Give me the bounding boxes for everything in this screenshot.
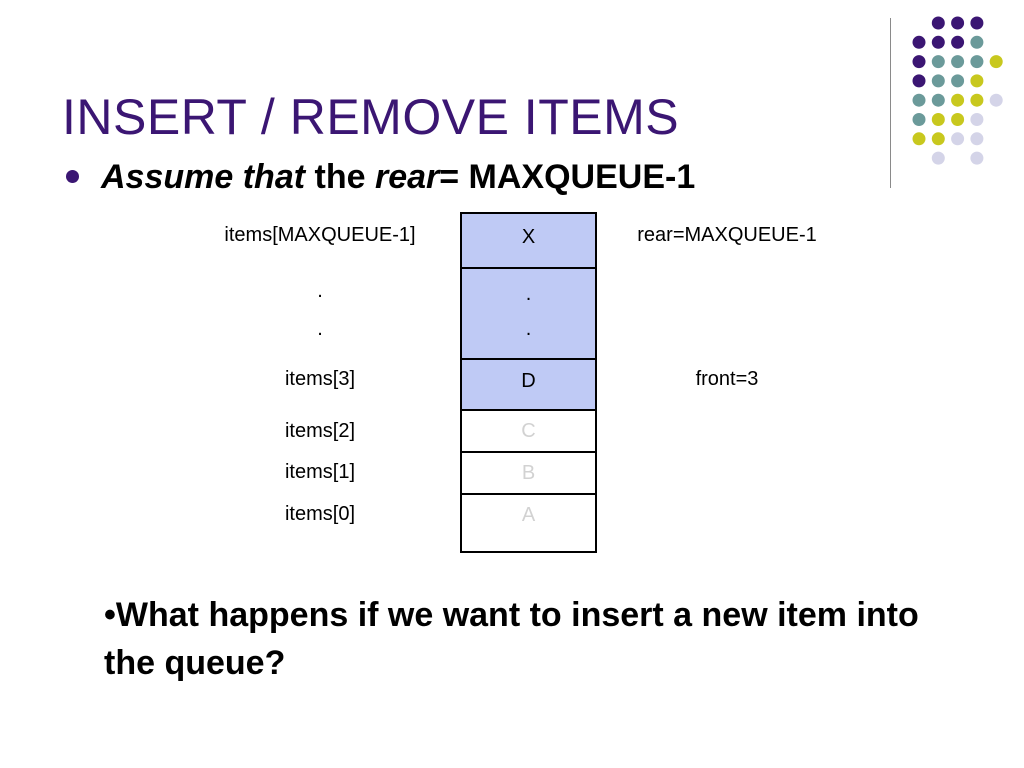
decorative-dot: [989, 93, 1003, 107]
question-text: •What happens if we want to insert a new…: [104, 596, 919, 682]
decorative-dot: [970, 74, 984, 88]
decorative-dot: [970, 132, 984, 146]
queue-cell-dot-1: .: [462, 269, 595, 308]
cell-separator: [462, 493, 595, 495]
decorative-dot: [970, 55, 984, 69]
title-divider-line: [890, 18, 891, 188]
decorative-dot: [912, 55, 926, 69]
decorative-dot: [912, 35, 926, 49]
queue-cell-dot-2: .: [462, 308, 595, 358]
decorative-dot: [912, 93, 926, 107]
decorative-dot: [970, 35, 984, 49]
rear-pointer-label: rear=MAXQUEUE-1: [637, 224, 817, 246]
decorative-dot: [931, 16, 945, 30]
decorative-dot: [970, 93, 984, 107]
cell-separator: [462, 409, 595, 411]
decorative-dot: [931, 74, 945, 88]
row-label-items-1: items[1]: [284, 461, 356, 483]
queue-cell-2: C: [462, 411, 595, 451]
decorative-dot: [912, 132, 926, 146]
decorative-dot: [931, 151, 945, 165]
row-label-items-maxqueue: items[MAXQUEUE-1]: [224, 224, 416, 246]
row-label-items-0: items[0]: [284, 503, 356, 525]
decorative-dot: [912, 74, 926, 88]
bullet-text-assume: Assume that: [101, 158, 306, 196]
decorative-dot: [931, 113, 945, 126]
decorative-dot: [989, 55, 1003, 69]
slide-title: INSERT / REMOVE ITEMS: [62, 89, 680, 145]
decorative-dot: [951, 35, 965, 49]
decorative-dot: [951, 113, 965, 126]
row-label-dot-2: .: [317, 318, 323, 340]
decorative-dot: [951, 55, 965, 69]
decorative-dot: [970, 113, 984, 126]
decorative-dot-grid: [912, 16, 1003, 165]
front-pointer-label: front=3: [695, 368, 759, 390]
decorative-dot: [931, 35, 945, 49]
decorative-dot: [951, 16, 965, 30]
cell-separator: [462, 267, 595, 269]
queue-cell-maxqueue: X: [462, 214, 595, 268]
bullet-point: Assume that the rear= MAXQUEUE-1: [66, 158, 695, 197]
decorative-dot: [970, 16, 984, 30]
row-label-dot-1: .: [317, 280, 323, 302]
bullet-text-rear: rear: [374, 158, 440, 196]
queue-array: X . . D C B A: [460, 212, 597, 553]
decorative-dot: [931, 132, 945, 146]
bullet-dot-icon: [66, 169, 79, 183]
queue-cell-0: A: [462, 495, 595, 551]
decorative-dot: [951, 74, 965, 88]
decorative-dot: [931, 93, 945, 107]
bullet-text-maxqueue: = MAXQUEUE-1: [439, 158, 696, 196]
row-label-items-2: items[2]: [284, 420, 356, 442]
cell-separator: [462, 358, 595, 360]
decorative-dot: [912, 113, 926, 126]
decorative-dot: [951, 93, 965, 107]
cell-separator: [462, 451, 595, 453]
decorative-dot: [931, 55, 945, 69]
bullet-text-the: the: [305, 158, 375, 196]
decorative-dot: [970, 151, 984, 165]
row-label-items-3: items[3]: [284, 368, 356, 390]
queue-cell-1: B: [462, 453, 595, 493]
decorative-dot: [951, 132, 965, 146]
queue-cell-3: D: [462, 360, 595, 409]
